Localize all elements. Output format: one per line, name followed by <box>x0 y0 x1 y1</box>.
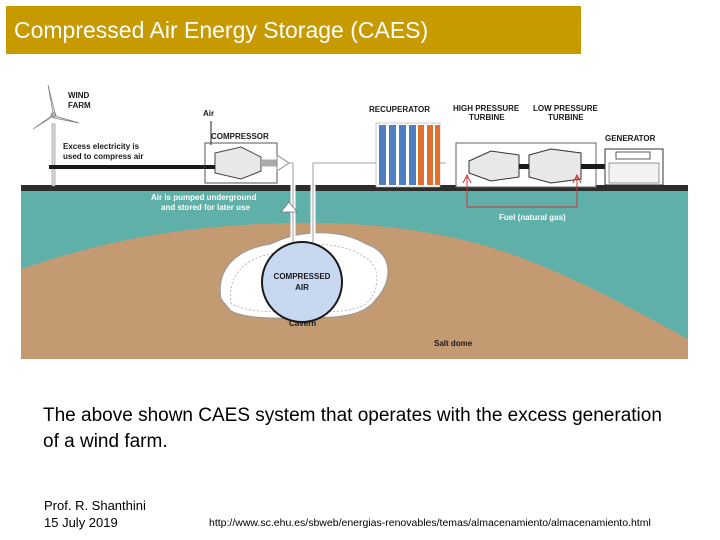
recuperator-icon <box>375 122 441 188</box>
ground-line <box>21 185 688 191</box>
source-link[interactable]: http://www.sc.ehu.es/sbweb/energias-reno… <box>209 517 651 529</box>
down-pipe <box>289 162 294 254</box>
wind-farm-label-2: FARM <box>68 101 91 110</box>
air-pumped-label: Air is pumped underground <box>151 193 256 202</box>
excess-electricity-label: Excess electricity is <box>63 142 140 151</box>
cavern-circle <box>261 241 343 323</box>
hp-turbine-label: HIGH PRESSURE <box>453 104 520 113</box>
slide-title: Compressed Air Energy Storage (CAES) <box>6 6 581 54</box>
wind-farm-label: WIND <box>68 91 90 100</box>
presentation-date: 15 July 2019 <box>44 515 118 530</box>
compressor-outlet-arrow <box>276 154 290 172</box>
lp-turbine-label-2: TURBINE <box>548 113 584 122</box>
down-arrow-icon <box>280 201 298 213</box>
recuperator-label: RECUPERATOR <box>369 105 430 114</box>
power-line <box>49 165 209 169</box>
compressed-air-label: COMPRESSED <box>274 272 331 281</box>
excess-electricity-label-2: used to compress air <box>63 152 143 161</box>
generator-icon <box>604 148 664 186</box>
shaft <box>581 164 605 169</box>
hp-turbine-icon <box>468 150 520 182</box>
air-pumped-label-2: and stored for later use <box>161 203 250 212</box>
caes-diagram: WIND FARM Excess electricity is used to … <box>21 79 688 359</box>
fuel-line <box>466 177 578 208</box>
hp-turbine-label-2: TURBINE <box>469 113 505 122</box>
lp-turbine-label: LOW PRESSURE <box>533 104 599 113</box>
compressor-label: COMPRESSOR <box>211 132 269 141</box>
salt-dome-label: Salt dome <box>434 339 473 348</box>
air-label: Air <box>203 109 214 118</box>
author-name: Prof. R. Shanthini <box>44 498 146 513</box>
caption-text: The above shown CAES system that operate… <box>43 405 662 452</box>
lp-turbine-icon <box>528 148 582 184</box>
compressed-air-label-2: AIR <box>295 283 309 292</box>
wind-turbine-icon <box>32 84 80 187</box>
fuel-label: Fuel (natural gas) <box>499 213 566 222</box>
cavern-label: Cavern <box>289 319 316 328</box>
author-block: Prof. R. Shanthini 15 July 2019 <box>44 497 146 531</box>
generator-label: GENERATOR <box>605 134 656 143</box>
